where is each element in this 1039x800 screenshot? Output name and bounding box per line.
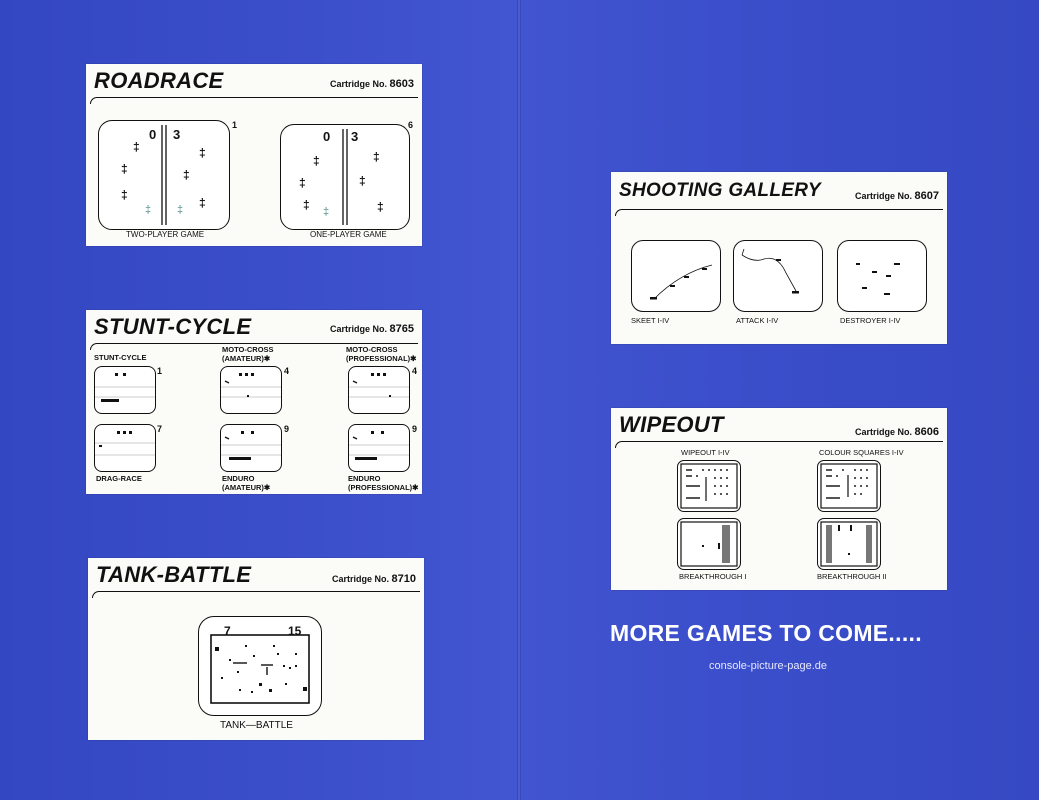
title-rule — [90, 343, 418, 350]
drag-race-label: DRAG-RACE — [96, 474, 142, 483]
svg-text:3: 3 — [173, 127, 180, 142]
enduro-amateur-label-1: ENDURO — [222, 474, 255, 483]
moto-cross-pro-number: 4 — [412, 366, 418, 376]
wipeout-title: WIPEOUT — [619, 412, 724, 437]
roadrace-two-player-screen: 0 3 ‡ ‡ ‡ ‡ ‡ ‡ ‡ ‡ — [98, 120, 230, 230]
drag-race-screen — [94, 424, 156, 472]
attack-caption: ATTACK I-IV — [736, 316, 779, 325]
drag-race-number: 7 — [157, 424, 163, 434]
tank-battle-score-left: 7 — [224, 624, 231, 638]
svg-text:‡: ‡ — [377, 200, 384, 214]
title-rule — [92, 591, 420, 598]
svg-text:‡: ‡ — [121, 162, 128, 176]
roadrace-game-number-1: 1 — [232, 120, 238, 130]
roadrace-game-number-6: 6 — [408, 120, 414, 130]
shooting-gallery-cartridge: Cartridge No. 8607 — [854, 190, 939, 202]
svg-text:‡: ‡ — [199, 196, 206, 210]
stunt-cycle-title: STUNT-CYCLE — [94, 314, 252, 339]
svg-text:‡: ‡ — [373, 150, 380, 164]
svg-text:0: 0 — [149, 127, 156, 142]
moto-cross-amateur-label-2: (AMATEUR)✱ — [222, 354, 271, 363]
tank-battle-screen — [198, 616, 322, 716]
stunt-cycle-card: STUNT-CYCLE Cartridge No. 8765 STUNT-CYC… — [86, 310, 422, 494]
wipeout-card: WIPEOUT Cartridge No. 8606 WIPEOUT I-IV … — [611, 408, 947, 590]
roadrace-card: ROADRACE Cartridge No. 8603 0 3 ‡ ‡ ‡ ‡ … — [86, 64, 422, 246]
breakthrough-2-caption: BREAKTHROUGH II — [817, 572, 887, 581]
moto-cross-pro-screen — [348, 366, 410, 414]
colour-squares-caption: COLOUR SQUARES I-IV — [819, 448, 904, 457]
svg-text:‡: ‡ — [121, 188, 128, 202]
wipeout-caption: WIPEOUT I-IV — [681, 448, 730, 457]
svg-text:‡: ‡ — [313, 154, 320, 168]
moto-cross-amateur-label-1: MOTO-CROSS — [222, 345, 274, 354]
moto-cross-amateur-screen — [220, 366, 282, 414]
roadrace-title: ROADRACE — [94, 68, 224, 93]
title-rule — [615, 209, 943, 216]
svg-text:‡: ‡ — [177, 204, 183, 216]
roadrace-one-player-screen: 0 3 ‡ ‡ ‡ ‡ ‡ ‡ ‡ — [280, 124, 410, 230]
title-rule — [90, 97, 418, 104]
right-page — [519, 0, 1039, 800]
moto-cross-pro-label-1: MOTO-CROSS — [346, 345, 398, 354]
svg-text:‡: ‡ — [323, 206, 329, 218]
svg-text:‡: ‡ — [299, 176, 306, 190]
stunt-cycle-cartridge: Cartridge No. 8765 — [329, 323, 414, 335]
enduro-amateur-label-2: (AMATEUR)✱ — [222, 483, 271, 492]
enduro-pro-screen — [348, 424, 410, 472]
breakthrough-1-screen — [677, 518, 741, 570]
svg-text:‡: ‡ — [133, 140, 140, 154]
shooting-gallery-title: SHOOTING GALLERY — [619, 180, 821, 201]
tank-battle-cartridge: Cartridge No. 8710 — [331, 573, 416, 585]
svg-text:‡: ‡ — [303, 198, 310, 212]
title-rule — [615, 441, 943, 448]
destroyer-caption: DESTROYER I-IV — [840, 316, 901, 325]
moto-cross-amateur-number: 4 — [284, 366, 290, 376]
more-games-headline: MORE GAMES TO COME..... — [610, 620, 922, 646]
roadrace-one-player-caption: ONE-PLAYER GAME — [310, 230, 387, 239]
stunt-cycle-screen — [94, 366, 156, 414]
stunt-cycle-label: STUNT-CYCLE — [94, 353, 147, 362]
roadrace-cartridge: Cartridge No. 8603 — [329, 78, 414, 90]
enduro-pro-label-1: ENDURO — [348, 474, 381, 483]
wipeout-cartridge: Cartridge No. 8606 — [854, 426, 939, 438]
tank-battle-score-right: 15 — [288, 624, 302, 638]
tank-battle-card: TANK-BATTLE Cartridge No. 8710 7 15 TANK… — [88, 558, 424, 740]
svg-text:0: 0 — [323, 129, 330, 144]
enduro-pro-number: 9 — [412, 424, 418, 434]
source-watermark: console-picture-page.de — [709, 660, 828, 672]
wipeout-screen — [677, 460, 741, 512]
moto-cross-pro-label-2: (PROFESSIONAL)✱ — [346, 354, 417, 363]
breakthrough-1-caption: BREAKTHROUGH I — [679, 572, 747, 581]
svg-text:‡: ‡ — [145, 204, 151, 216]
attack-screen — [733, 240, 823, 312]
destroyer-screen — [837, 240, 927, 312]
enduro-pro-label-2: (PROFESSIONAL)✱ — [348, 483, 419, 492]
breakthrough-2-screen — [817, 518, 881, 570]
svg-text:3: 3 — [351, 129, 358, 144]
skeet-caption: SKEET I-IV — [631, 316, 670, 325]
shooting-gallery-card: SHOOTING GALLERY Cartridge No. 8607 SKEE… — [611, 172, 947, 344]
tank-battle-title: TANK-BATTLE — [96, 562, 252, 587]
svg-text:‡: ‡ — [199, 146, 206, 160]
svg-text:‡: ‡ — [183, 168, 190, 182]
enduro-amateur-screen — [220, 424, 282, 472]
svg-text:‡: ‡ — [359, 174, 366, 188]
colour-squares-screen — [817, 460, 881, 512]
enduro-amateur-number: 9 — [284, 424, 290, 434]
roadrace-two-player-caption: TWO-PLAYER GAME — [126, 230, 205, 239]
stunt-cycle-number: 1 — [157, 366, 163, 376]
skeet-screen — [631, 240, 721, 312]
page-fold — [517, 0, 521, 800]
tank-battle-caption: TANK—BATTLE — [220, 720, 293, 731]
